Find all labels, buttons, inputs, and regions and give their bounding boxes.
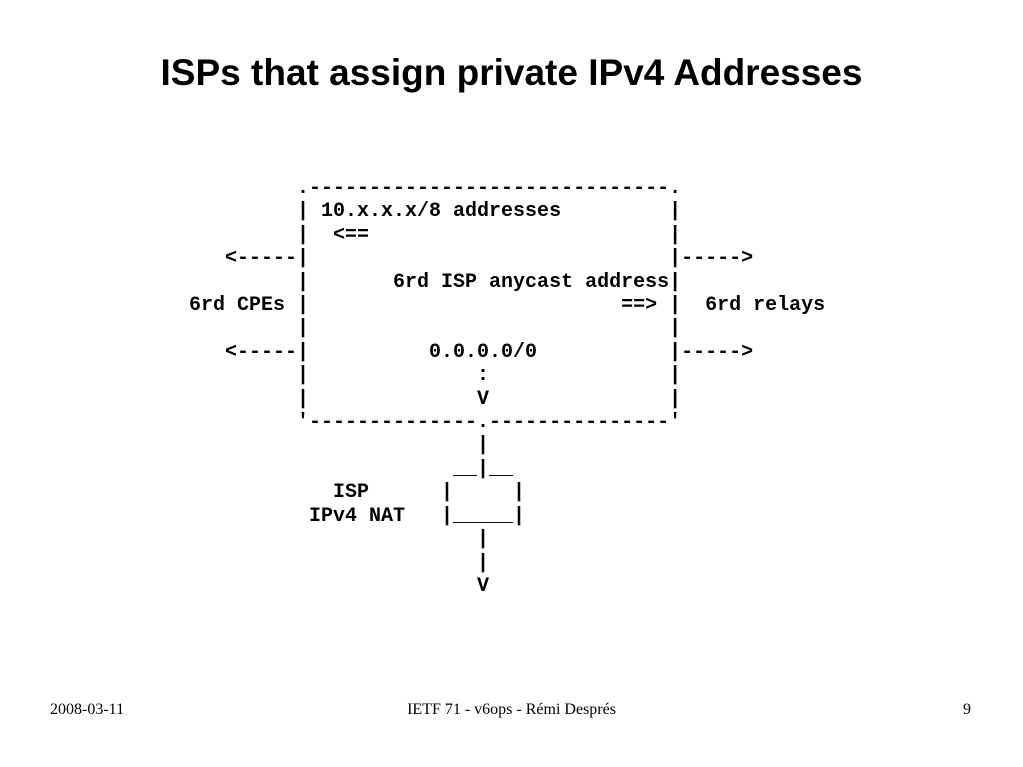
diagram-line: | : |	[165, 364, 682, 388]
diagram-line: | <== |	[165, 223, 682, 247]
diagram-line: | 10.x.x.x/8 addresses |	[165, 200, 682, 224]
diagram-line: | V |	[165, 387, 682, 411]
diagram-line: __|__	[165, 457, 514, 481]
diagram-line: <-----| |----->	[165, 247, 754, 271]
diagram-line: |	[165, 434, 490, 458]
diagram-line: |	[165, 551, 490, 575]
footer-date: 2008-03-11	[50, 701, 125, 718]
diagram-line: ISP | |	[165, 481, 526, 505]
diagram-line: V	[165, 574, 490, 598]
page-number: 9	[963, 701, 971, 718]
diagram-line: IPv4 NAT |_____|	[165, 504, 526, 528]
slide-title: ISPs that assign private IPv4 Addresses	[160, 52, 863, 93]
diagram-line: | |	[165, 317, 682, 341]
diagram-line: 6rd CPEs | ==> | 6rd relays	[165, 294, 826, 318]
ascii-network-diagram: .------------------------------. | 10.x.…	[165, 177, 825, 598]
diagram-line: |	[165, 528, 490, 552]
diagram-line: .------------------------------.	[165, 177, 682, 200]
diagram-line: <-----| 0.0.0.0/0 |----->	[165, 340, 754, 364]
diagram-line: '--------------.---------------'	[165, 411, 682, 435]
footer-presentation-info: IETF 71 - v6ops - Rémi Després	[407, 701, 616, 718]
diagram-line: | 6rd ISP anycast address|	[165, 270, 682, 294]
